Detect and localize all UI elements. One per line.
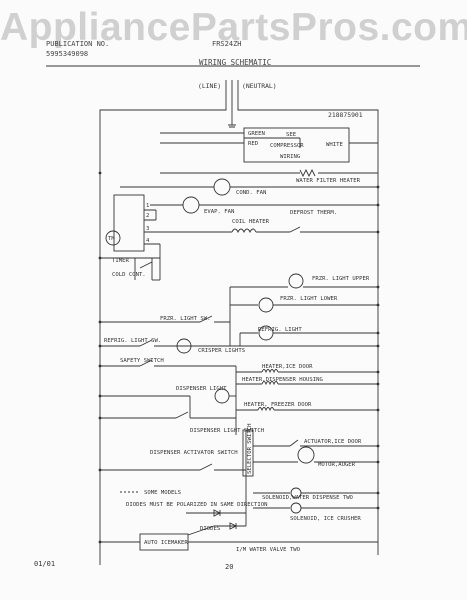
compressor-red: RED: [248, 141, 259, 147]
model-number: FRS24ZH: [212, 40, 242, 48]
timer-terminal-4: 4: [146, 238, 150, 244]
water-valve-label: I/M WATER VALVE TWO: [236, 547, 301, 553]
publication-label: PUBLICATION NO.: [46, 40, 110, 48]
timer-terminal-1: 1: [146, 203, 149, 209]
solenoid-ice-crusher-label: SOLENOID, ICE CRUSHER: [290, 516, 361, 522]
refrig-light-label: REFRIG. LIGHT: [258, 327, 302, 333]
diodes-label: DIODES: [200, 526, 220, 532]
frzr-light-lower-label: FRZR. LIGHT LOWER: [280, 296, 338, 302]
dispenser-light-switch-label: DISPENSER LIGHT SWITCH: [190, 428, 264, 434]
compressor-label: COMPRESSOR: [270, 143, 304, 149]
frzr-light-switch-label: FRZR. LIGHT SW.: [160, 316, 211, 322]
line-label: (LINE): [198, 82, 221, 90]
compressor-green: GREEN: [248, 131, 265, 137]
part-number: 5995349098: [46, 50, 89, 58]
compressor-see: SEE: [286, 132, 297, 138]
some-models-label: SOME MODELS: [144, 490, 181, 496]
evap-fan-label: EVAP. FAN: [204, 209, 234, 215]
water-filter-heater-label: WATER FILTER HEATER: [296, 178, 361, 184]
dispenser-activator-switch-label: DISPENSER ACTIVATOR SWITCH: [150, 450, 238, 456]
cold-control-label: COLD CONT.: [112, 272, 146, 278]
compressor-wiring: WIRING: [280, 154, 301, 160]
timer-terminal-2: 2: [146, 213, 149, 219]
auto-icemaker-label: AUTO ICEMAKER: [144, 540, 188, 546]
timer-terminal-3: 3: [146, 226, 149, 232]
defrost-therm-label: DEFROST THERM.: [290, 210, 337, 216]
watermark: AppliancePartsPros.com: [0, 6, 467, 49]
cond-fan-label: COND. FAN: [236, 190, 266, 196]
heater-dispenser-housing-label: HEATER,DISPENSER HOUSING: [242, 377, 323, 383]
heater-freezer-door-label: HEATER, FREEZER DOOR: [244, 402, 312, 408]
coil-heater-label: COIL HEATER: [232, 219, 270, 225]
timer-label: TIMER: [112, 258, 129, 264]
footer-date: 01/01: [34, 560, 56, 568]
frzr-light-upper-label: FRZR. LIGHT UPPER: [312, 276, 370, 282]
diagram-title: WIRING SCHEMATIC: [199, 58, 272, 67]
motor-auger-label: MOTOR,AUGER: [318, 462, 356, 468]
compressor-white: WHITE: [326, 142, 343, 148]
diodes-note: DIODES MUST BE POLARIZED IN SAME DIRECTI…: [126, 502, 267, 508]
selector-switch-label: SELECTOR SWITCH: [247, 423, 253, 474]
refrig-light-switch-label: REFRIG. LIGHT SW.: [104, 338, 161, 344]
crisper-lights-label: CRISPER LIGHTS: [198, 348, 245, 354]
safety-switch-label: SAFETY SWITCH: [120, 358, 164, 364]
heater-ice-door-label: HEATER,ICE DOOR: [262, 364, 313, 370]
dispenser-light-label: DISPENSER LIGHT: [176, 386, 227, 392]
solenoid-water-label: SOLENOID,WATER DISPENSE TWO: [262, 495, 354, 501]
timer-motor-label: TM: [108, 236, 115, 242]
neutral-label: (NEUTRAL): [242, 82, 277, 90]
schematic-number: 218875901: [328, 111, 363, 119]
page-number: 20: [225, 563, 234, 571]
actuator-ice-door-label: ACTUATOR,ICE DOOR: [304, 439, 362, 445]
